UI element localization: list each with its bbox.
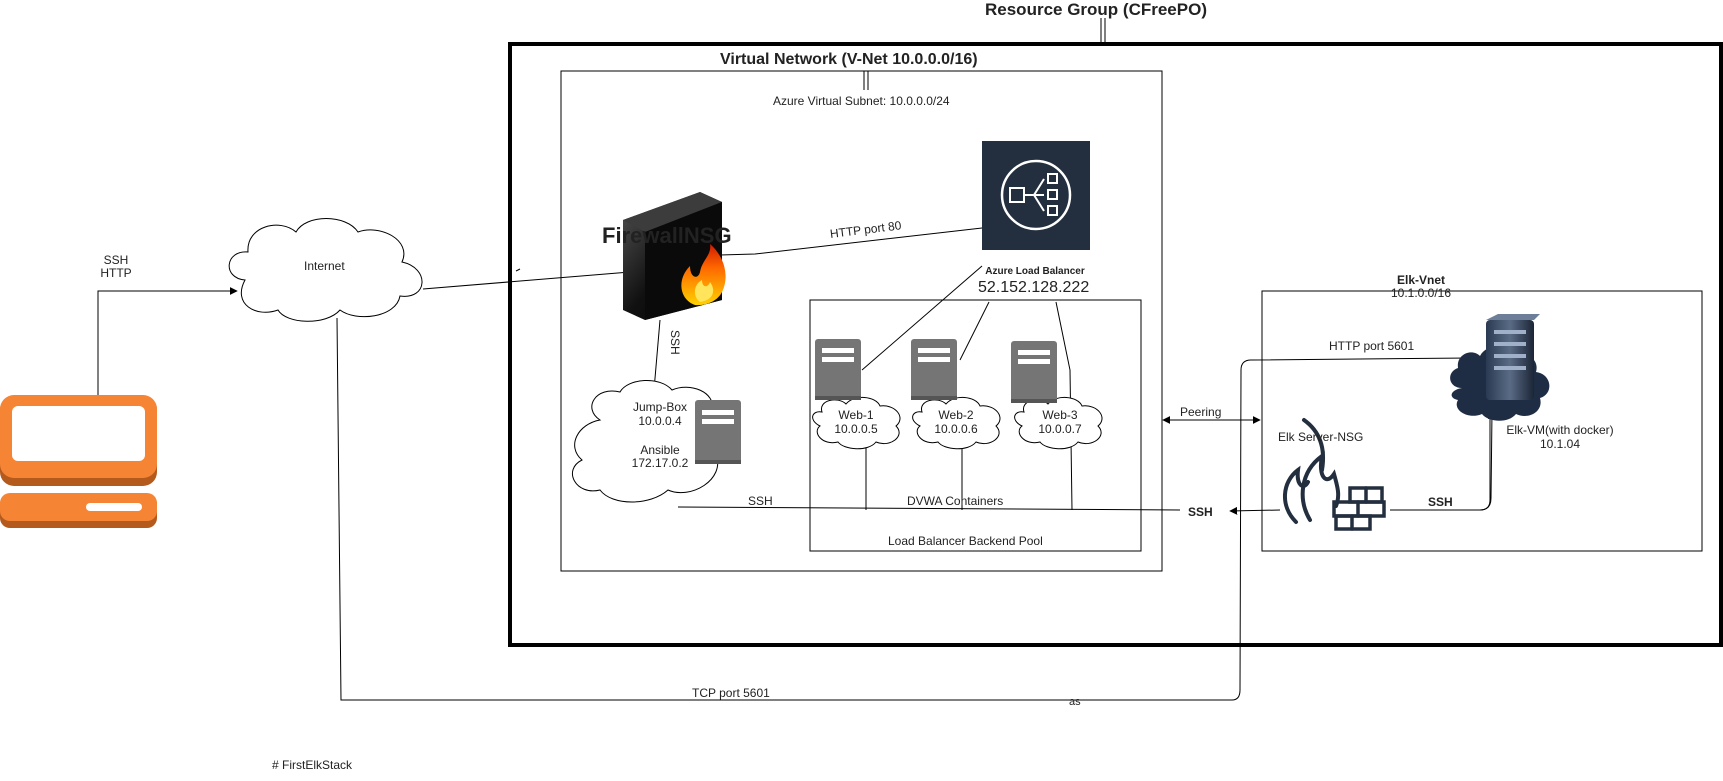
dvwa-containers-label: DVWA Containers [907,494,1004,508]
elk-ssh-left-label: SSH [1188,505,1213,519]
server-icon [911,339,957,400]
footer-heading: # FirstElkStack [272,758,353,772]
firewall-icon [623,192,726,320]
elk-nsg-label: Elk Server-NSG [1278,430,1364,444]
web2-name: Web-2 [938,408,974,422]
web1-name: Web-1 [838,408,874,422]
firewall-to-lb-line [719,227,983,256]
elk-vm-icon [1450,314,1550,421]
lb-to-web1-line [861,265,983,371]
lb-to-web3-line [1055,301,1073,511]
vnet-title: Virtual Network (V-Net 10.0.0.0/16) [720,51,978,68]
peering-label: Peering [1180,405,1222,419]
elk-vnet-cidr: 10.1.0.0/16 [1390,286,1452,300]
elk-ssh-up-arrow [1390,411,1496,511]
server-icon [1011,341,1057,403]
as-label: as [1069,696,1081,708]
firewall-jumpbox-ssh-label: SSH [668,330,682,355]
lb-ip: 52.152.128.222 [978,279,1090,296]
laptop-icon [0,395,157,528]
elk-vnet-title: Elk-Vnet [1396,273,1445,287]
elk-vnet-box [1261,290,1703,552]
jumpbox-ssh-label: SSH [748,494,773,508]
lb-to-web2-line [959,301,990,361]
lb-title: Azure Load Balancer [985,266,1085,277]
elk-nsg-firewall-icon [1282,418,1386,531]
backend-pool-box [809,299,1142,552]
elk-http-label: HTTP port 5601 [1329,339,1415,353]
web-cloud-icon [812,397,901,450]
resource-group-frame [508,42,1723,647]
server-icon [815,339,861,400]
tcp-5601-line [336,317,1471,701]
internet-to-firewall-line [422,271,631,290]
elk-ssh-right-label: SSH [1428,495,1453,509]
client-protocol-http: HTTP [100,266,132,280]
jumpbox-name: Jump-Box [632,400,688,414]
jumpbox-ip: 10.0.0.4 [638,414,682,428]
web3-name: Web-3 [1042,408,1078,422]
ansible-ip: 172.17.0.2 [631,456,689,470]
web2-ip: 10.0.0.6 [934,422,978,436]
internet-label: Internet [304,259,345,273]
firewall-to-jumpbox-line [653,319,661,391]
client-protocol-ssh: SSH [103,253,129,267]
firewall-label: FirewallNSG [602,223,732,248]
web1-ip: 10.0.0.5 [834,422,878,436]
subnet-label: Azure Virtual Subnet: 10.0.0.0/24 [773,94,950,108]
load-balancer-icon [982,141,1090,250]
elk-vm-name: Elk-VM(with docker) [1506,423,1614,437]
server-icon [695,400,741,464]
web-cloud-icon [912,397,1001,450]
backend-pool-label: Load Balancer Backend Pool [888,534,1043,548]
internet-cloud-icon [228,218,423,322]
ansible-name: Ansible [640,443,680,457]
resource-group-title: Resource Group (CFreePO) [985,0,1207,19]
elk-vm-ip: 10.1.04 [1539,437,1581,451]
virtual-subnet-box [560,70,1163,572]
tcp-5601-label: TCP port 5601 [692,686,770,700]
jumpbox-ssh-line [677,506,1181,511]
client-to-internet-arrow [97,287,238,397]
web3-ip: 10.0.0.7 [1038,422,1082,436]
